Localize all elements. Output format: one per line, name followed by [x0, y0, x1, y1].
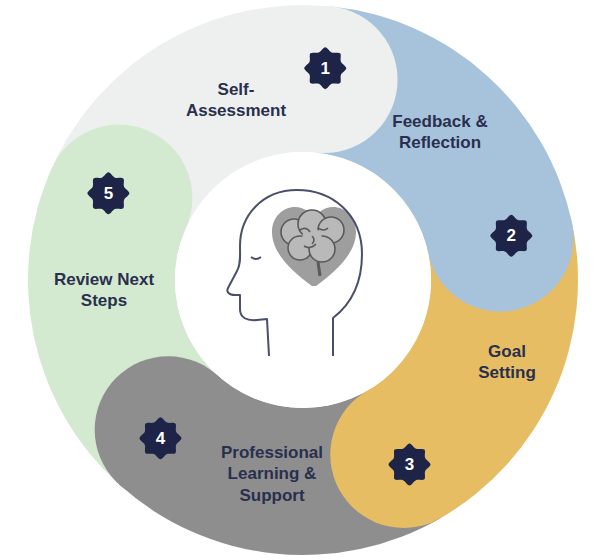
- step-label: Goal Setting: [470, 341, 544, 384]
- center-disc: [175, 152, 431, 408]
- segment-end-cap: [95, 356, 242, 503]
- callout-number: 4: [156, 430, 165, 447]
- number-badge: [87, 172, 129, 214]
- center-illustration: [175, 152, 431, 408]
- segment-end-cap: [45, 125, 192, 272]
- step-label: Review Next Steps: [43, 269, 165, 312]
- segment-end-cap: [427, 165, 574, 312]
- segment-end-cap: [330, 381, 477, 528]
- number-badge: [490, 215, 532, 257]
- callout-number: 3: [405, 456, 414, 473]
- head-profile: [227, 190, 362, 356]
- number-badge: [389, 443, 431, 485]
- cycle-step: Self- Assessment: [180, 79, 292, 122]
- step-label: Self- Assessment: [180, 79, 292, 122]
- heart-shape: [272, 207, 356, 286]
- callout-number: 2: [507, 227, 516, 244]
- closed-eye: [251, 257, 261, 259]
- step-label: Professional Learning & Support: [210, 442, 334, 506]
- callout-number: 5: [104, 185, 113, 202]
- cycle-ring: [28, 5, 578, 555]
- segment-end-cap: [251, 6, 398, 153]
- step-label: Feedback & Reflection: [386, 111, 494, 154]
- number-badge: [139, 417, 181, 459]
- callout-number: 1: [321, 60, 330, 77]
- cycle-step: Professional Learning & Support: [210, 442, 334, 506]
- cycle-step: Review Next Steps: [43, 269, 165, 312]
- cycle-step: Feedback & Reflection: [386, 111, 494, 154]
- number-badge: [304, 47, 346, 89]
- brain-icon: [281, 210, 344, 276]
- cycle-step: Goal Setting: [470, 341, 544, 384]
